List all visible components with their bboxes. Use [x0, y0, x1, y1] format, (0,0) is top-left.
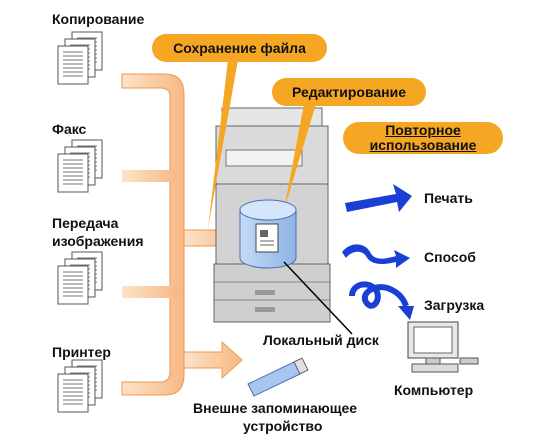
- local-disk-leader-line: [283, 261, 353, 335]
- reuse-callout-line1: Повторное: [385, 122, 461, 138]
- method-arrow: [342, 244, 410, 268]
- download-label: Загрузка: [424, 297, 485, 313]
- printer-documents-icon: [58, 360, 102, 412]
- save-file-pointer: [208, 60, 238, 228]
- fax-label: Факс: [52, 121, 87, 137]
- image-send-label-line2: изображения: [52, 233, 144, 249]
- fax-documents-icon: [58, 140, 102, 192]
- print-label: Печать: [424, 190, 473, 206]
- image-send-label-line1: Передача: [52, 215, 119, 231]
- save-file-callout-text: Сохранение файла: [173, 39, 306, 56]
- external-storage-label-line1: Внешне запоминающее: [193, 400, 358, 416]
- local-disk-label: Локальный диск: [263, 332, 379, 348]
- copy-documents-icon: [58, 32, 102, 84]
- usb-storage-icon: [247, 357, 309, 397]
- method-label: Способ: [424, 249, 476, 265]
- reuse-callout-line2: использование: [369, 137, 477, 153]
- printer-label: Принтер: [52, 344, 111, 360]
- computer-label: Компьютер: [394, 382, 474, 398]
- image-send-documents-icon: [58, 252, 102, 304]
- local-disk-icon: [239, 199, 297, 269]
- computer-icon: [407, 321, 479, 373]
- print-arrow: [345, 184, 412, 212]
- copy-label: Копирование: [52, 11, 145, 27]
- edit-callout-text: Редактирование: [291, 83, 407, 100]
- save-file-callout: Сохранение файла: [152, 34, 327, 62]
- external-storage-label-line2: устройство: [243, 418, 323, 434]
- edit-pointer: [284, 104, 316, 210]
- reuse-callout: Повторное использование: [343, 122, 503, 154]
- download-arrow: [349, 281, 414, 320]
- mfp-machine: [213, 107, 331, 323]
- edit-callout: Редактирование: [272, 78, 426, 106]
